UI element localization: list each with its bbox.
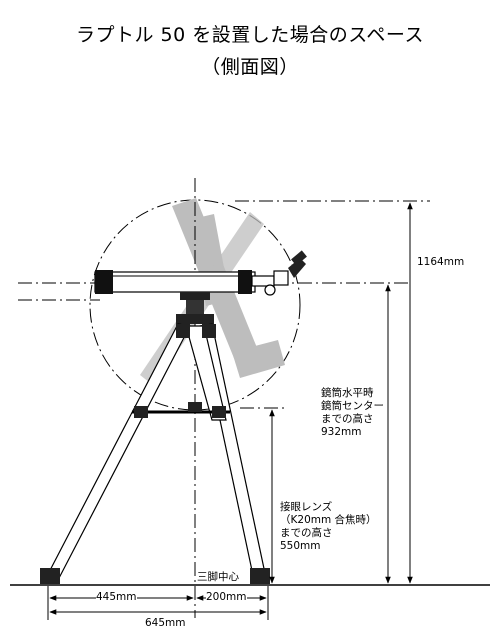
eyepiece-label: 接眼レンズ （K20mm 合焦時） までの高さ 550mm [280,501,377,552]
tripod-legs [40,323,270,584]
tripod-center-label: 三脚中心 [197,571,239,584]
telescope-tube [94,250,307,296]
accessory-tray [132,402,230,418]
left-span-label: 445mm [96,591,137,604]
diagram-subtitle: （側面図） [201,56,299,78]
mount-head [176,292,214,324]
swing-circle [89,199,301,411]
total-width-label: 645mm [145,617,186,629]
tube-center-label: 鏡筒水平時 鏡筒センター までの高さ 932mm [321,387,384,438]
diagram-title: ラプトル 50 を設置した場合のスペース [76,24,424,46]
total-height-label: 1164mm [417,256,465,268]
right-span-label: 200mm [206,591,247,604]
